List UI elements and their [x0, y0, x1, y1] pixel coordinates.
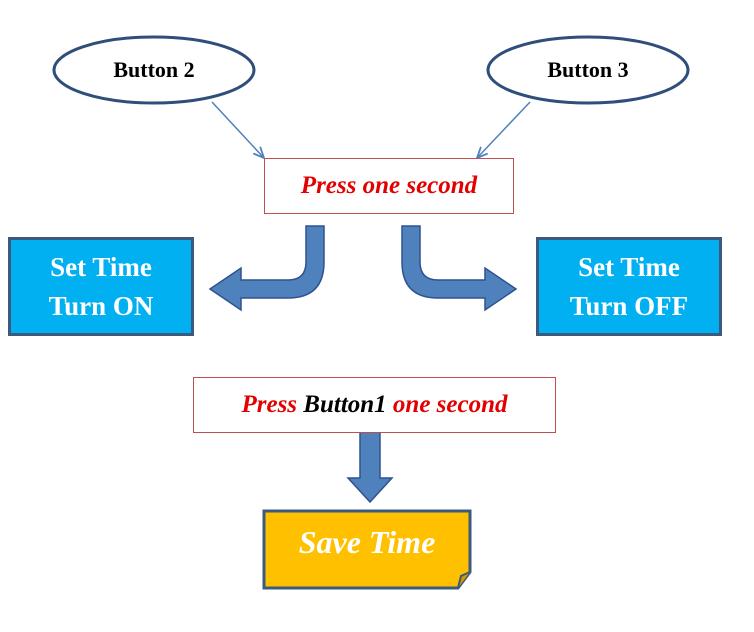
press-button1-button: Button1: [303, 391, 387, 418]
button2-ellipse: [52, 35, 256, 105]
save-time-fold: [457, 571, 471, 589]
bent-arrow-left: [208, 225, 325, 312]
button2-label: Button 2: [54, 37, 254, 103]
set-time-off-line2: Turn OFF: [569, 290, 689, 321]
set-time-on-line2: Turn ON: [48, 290, 154, 321]
press-one-second-text: Press one second: [300, 172, 478, 199]
button2-text: Button 2: [113, 57, 195, 82]
button3-text: Button 3: [547, 57, 629, 82]
bent-arrow-right: [401, 225, 518, 312]
set-time-turn-off-box: Set Time Turn OFF: [536, 237, 722, 336]
set-time-off-line1: Set Time: [578, 251, 680, 282]
button3-ellipse: [486, 35, 690, 105]
press-one-second-box: Press one second: [264, 158, 514, 214]
save-time-text: Save Time: [298, 523, 436, 560]
press-button1-prefix: Press: [241, 391, 298, 418]
save-time-label: Save Time: [264, 512, 470, 572]
connector-arrow-left: [211, 101, 264, 158]
button3-label: Button 3: [488, 37, 688, 103]
connector-arrow-right: [477, 101, 531, 158]
set-time-turn-on-box: Set Time Turn ON: [8, 237, 194, 336]
press-button1-box: Press Button1 one second: [193, 377, 556, 433]
set-time-on-line1: Set Time: [50, 251, 152, 282]
down-arrow: [346, 431, 394, 504]
press-button1-suffix: one second: [392, 391, 508, 418]
